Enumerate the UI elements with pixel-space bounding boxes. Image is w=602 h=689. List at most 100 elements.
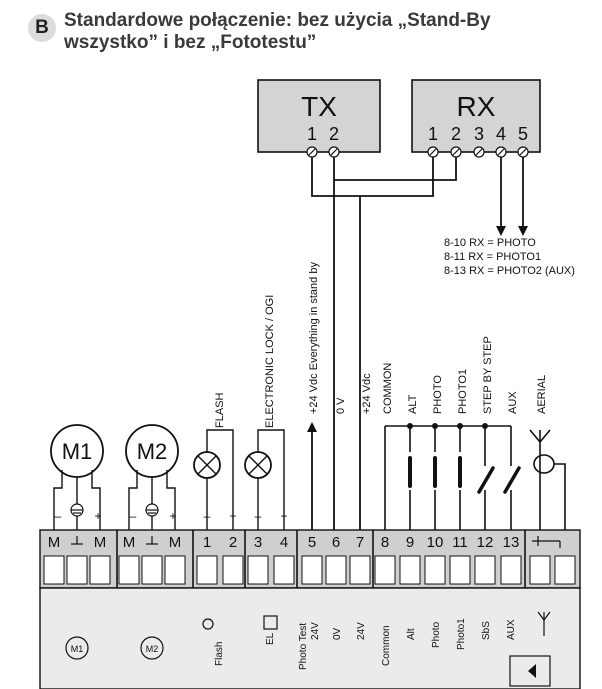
rx-terminal-3: 3 xyxy=(474,124,484,144)
panel-button-icon xyxy=(509,655,551,687)
label-sbs: STEP BY STEP xyxy=(482,336,494,414)
panel-motor-m2-icon xyxy=(140,636,164,660)
rx-terminal-5: 5 xyxy=(518,124,528,144)
terminal-screw-cell xyxy=(66,555,88,585)
terminal-number-5: 5 xyxy=(308,534,316,551)
m1-minus: – xyxy=(55,509,62,523)
terminal-screw-cell xyxy=(273,555,295,585)
motor-m1-label: M1 xyxy=(62,439,93,464)
panel-label-photo: Photo xyxy=(431,621,442,648)
terminal-number-6: 6 xyxy=(332,534,340,551)
terminal-m-left-1: M xyxy=(48,534,61,551)
terminal-screw-cell xyxy=(118,555,140,585)
terminal-number-1: 1 xyxy=(203,534,211,551)
terminal-screw-cell xyxy=(301,555,323,585)
m2-minus: – xyxy=(130,509,137,523)
panel-label-24v: 24V xyxy=(310,622,321,640)
wire-tx2-rx2 xyxy=(333,157,457,181)
motor-m2-label: M2 xyxy=(137,439,168,464)
terminal-number-4: 4 xyxy=(280,534,288,551)
panel-arrow-icon xyxy=(528,664,536,678)
terminal-screw-cell xyxy=(449,555,471,585)
terminal-screw-cell xyxy=(529,555,551,585)
label-lock: ELECTRONIC LOCK / OGI xyxy=(264,295,276,428)
flash-minus: – xyxy=(204,509,211,523)
arrow-rx5 xyxy=(518,226,528,236)
contact-aux xyxy=(503,466,521,494)
label-aux: AUX xyxy=(507,391,519,414)
wire-tx1-rx1 xyxy=(311,157,434,197)
lock-minus: – xyxy=(255,509,262,523)
terminal-screw-cell xyxy=(374,555,396,585)
panel-motor-m2-label: M2 xyxy=(146,644,159,654)
terminal-number-2: 2 xyxy=(229,534,237,551)
panel-label-24v-2: 24V xyxy=(356,622,367,640)
terminal-screw-cell xyxy=(474,555,496,585)
tx-terminal-2: 2 xyxy=(329,124,339,144)
panel-label-common: Common xyxy=(381,625,392,666)
terminal-number-12: 12 xyxy=(477,534,494,551)
label-alt: ALT xyxy=(407,394,419,414)
label-aerial: AERIAL xyxy=(536,375,548,414)
rx-terminal-4: 4 xyxy=(496,124,506,144)
rx-note-2: 8-11 RX = PHOTO1 xyxy=(444,251,541,263)
terminal-screw-cell xyxy=(89,555,111,585)
rx-note-1: 8-10 RX = PHOTO xyxy=(444,237,536,249)
rx-note-3: 8-13 RX = PHOTO2 (AUX) xyxy=(444,265,575,277)
terminal-screw-cell xyxy=(141,555,163,585)
terminal-number-8: 8 xyxy=(381,534,389,551)
terminal-screw-cell xyxy=(222,555,244,585)
panel-label-sbs: SbS xyxy=(481,621,492,640)
panel-flash-icon xyxy=(202,618,214,630)
label-photo1: PHOTO1 xyxy=(457,369,469,414)
title-line-2: wszystko” i bez „Fototestu” xyxy=(64,32,317,53)
terminal-screw-cell xyxy=(554,555,576,585)
rx-terminal-2: 2 xyxy=(451,124,461,144)
terminal-screw-cell xyxy=(424,555,446,585)
tx-terminal-1: 1 xyxy=(307,124,317,144)
terminal-number-3: 3 xyxy=(254,534,262,551)
label-common: COMMON xyxy=(382,363,394,414)
label-0v: 0 V xyxy=(335,397,347,414)
rx-label: RX xyxy=(457,91,496,122)
panel-motor-m1-icon xyxy=(65,636,89,660)
panel-label-el: EL xyxy=(265,632,276,645)
terminal-number-9: 9 xyxy=(406,534,414,551)
panel-label-0v: 0V xyxy=(332,627,343,640)
terminal-number-11: 11 xyxy=(452,534,468,551)
m2-plus: + xyxy=(169,509,176,523)
rx-terminal-1: 1 xyxy=(428,124,438,144)
label-flash: FLASH xyxy=(214,392,226,428)
terminal-screw-cell xyxy=(325,555,347,585)
aerial-icon xyxy=(529,429,551,444)
arrow-rx4 xyxy=(496,226,506,236)
flash-plus: + xyxy=(229,509,236,523)
terminal-number-13: 13 xyxy=(503,534,520,551)
arrow-standby xyxy=(307,422,317,432)
terminal-number-10: 10 xyxy=(427,534,444,551)
page-title: Standardowe połączenie: bez użycia „Stan… xyxy=(64,10,584,54)
label-photo: PHOTO xyxy=(432,375,444,414)
m1-plus: + xyxy=(94,509,101,523)
terminal-screw-cell xyxy=(247,555,269,585)
label-24v: +24 Vdc xyxy=(361,373,373,414)
panel-label-aux: AUX xyxy=(506,619,517,640)
panel-motor-m1-label: M1 xyxy=(71,644,84,654)
terminal-m-right-1: M xyxy=(94,534,107,551)
title-line-1: Standardowe połączenie: bez użycia „Stan… xyxy=(64,10,491,31)
label-standby: +24 Vdc Everything in stand by xyxy=(308,262,320,414)
terminal-number-7: 7 xyxy=(356,534,364,551)
terminal-screw-cell xyxy=(500,555,522,585)
panel-lock-icon xyxy=(263,615,278,630)
terminal-screw-cell xyxy=(164,555,186,585)
terminal-screw-cell xyxy=(43,555,65,585)
header: B Standardowe połączenie: bez użycia „St… xyxy=(28,8,588,60)
terminal-m-left-2: M xyxy=(123,534,136,551)
terminal-m-right-2: M xyxy=(169,534,182,551)
tx-box xyxy=(257,79,381,153)
terminal-screw-cell xyxy=(349,555,371,585)
panel-label-photo1: Photo1 xyxy=(456,618,467,650)
panel-label-flash: Flash xyxy=(214,642,225,666)
panel-label-alt: Alt xyxy=(406,628,417,640)
